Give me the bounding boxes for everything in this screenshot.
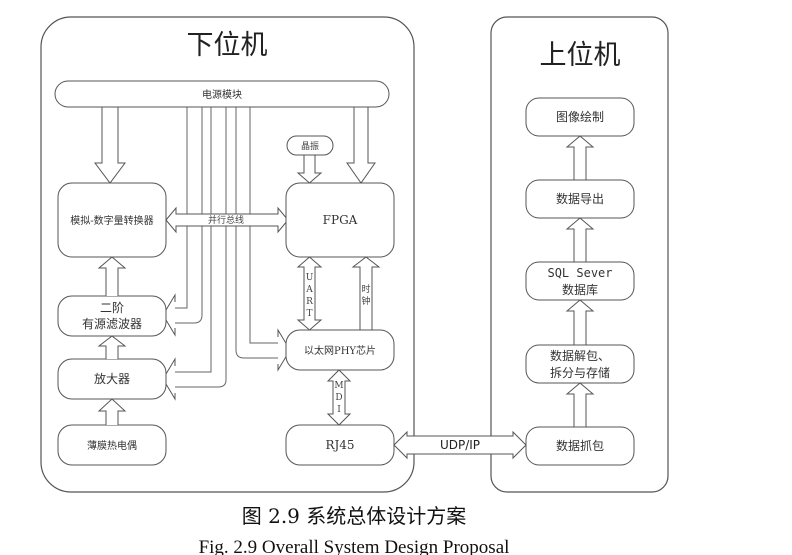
power-line-filter-outer bbox=[175, 107, 203, 324]
power-line-phy-outer bbox=[235, 107, 278, 359]
power-to-fpga-arrow bbox=[346, 106, 376, 184]
power-line-amp-inner bbox=[175, 107, 212, 373]
power-line-amp-outer bbox=[175, 107, 227, 388]
adc-label: 模拟-数字量转换器 bbox=[70, 214, 153, 227]
filter-to-adc-arrow bbox=[97, 256, 127, 296]
mdi-letter-d: D bbox=[335, 393, 342, 403]
amplifier-label: 放大器 bbox=[94, 371, 130, 386]
parallel-bus-label: 并行总线 bbox=[208, 214, 244, 226]
rj45-label: RJ45 bbox=[325, 438, 354, 452]
sql-database-label-line2: 数据库 bbox=[562, 282, 598, 297]
uart-letter-t: T bbox=[306, 309, 312, 319]
uart-letter-a: A bbox=[305, 285, 313, 295]
sql-database-label-line1: SQL Sever bbox=[547, 266, 612, 280]
mdi-letter-m: M bbox=[334, 381, 343, 391]
power-line-filter-inner bbox=[175, 107, 188, 309]
thermocouple-label: 薄膜热电偶 bbox=[87, 439, 137, 452]
fpga-label: FPGA bbox=[323, 213, 358, 227]
uart-letter-u: U bbox=[306, 273, 314, 283]
thermocouple-to-amp-arrow bbox=[97, 398, 127, 425]
uart-letter-r: R bbox=[306, 297, 313, 307]
unpack-to-db-arrow bbox=[565, 299, 595, 345]
power-module-label: 电源模块 bbox=[202, 88, 242, 101]
power-to-adc-arrow bbox=[94, 106, 126, 184]
export-to-drawing-arrow bbox=[565, 135, 595, 180]
caption-english: Fig. 2.9 Overall System Design Proposal bbox=[199, 537, 510, 555]
crystal-to-fpga-arrow bbox=[296, 154, 323, 184]
clock-label-2: 钟 bbox=[361, 295, 370, 307]
filter-label-line1: 二阶 bbox=[100, 301, 124, 315]
udp-ip-label: UDP/IP bbox=[440, 438, 480, 452]
caption-chinese: 图 2.9 系统总体设计方案 bbox=[242, 504, 467, 528]
mdi-letter-i: I bbox=[337, 405, 341, 415]
filter-label-line2: 有源滤波器 bbox=[82, 317, 142, 331]
data-unpack-label-line2: 拆分与存储 bbox=[550, 365, 610, 380]
power-module-box bbox=[54, 80, 390, 108]
db-to-export-arrow bbox=[565, 217, 595, 262]
power-line-phy-inner bbox=[249, 107, 278, 344]
upper-computer-title: 上位机 bbox=[540, 40, 621, 71]
packet-capture-box bbox=[525, 426, 635, 466]
capture-to-unpack-arrow bbox=[565, 382, 595, 427]
ethernet-phy-box bbox=[285, 329, 395, 371]
clock-arrow bbox=[351, 256, 381, 330]
packet-capture-label: 数据抓包 bbox=[556, 438, 604, 453]
data-unpack-label-line1: 数据解包、 bbox=[550, 348, 610, 363]
ethernet-phy-label: 以太网PHY芯片 bbox=[304, 344, 376, 357]
data-export-label: 数据导出 bbox=[556, 191, 604, 206]
amp-to-filter-arrow bbox=[97, 335, 127, 359]
crystal-label: 晶振 bbox=[301, 140, 319, 152]
clock-label-1: 时 bbox=[361, 283, 370, 295]
image-drawing-label: 图像绘制 bbox=[556, 109, 604, 124]
lower-computer-title: 下位机 bbox=[187, 30, 268, 61]
fpga-box bbox=[285, 182, 395, 258]
